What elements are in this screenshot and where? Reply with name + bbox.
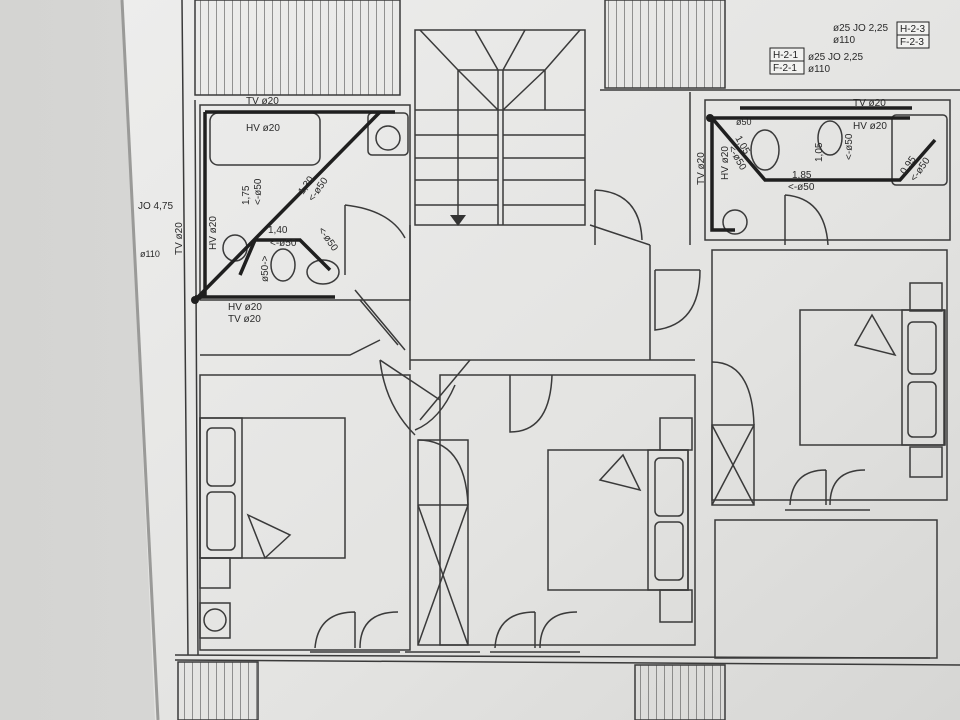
bathroom-left-door	[344, 204, 406, 275]
pillow-right-2	[907, 381, 937, 438]
label-tv-vert-left: TV ø20	[174, 222, 185, 255]
tag-h21: H-2-1	[773, 50, 798, 61]
tag-f21: F-2-1	[773, 63, 797, 74]
corridor-walls	[409, 224, 695, 370]
window-right	[789, 469, 866, 506]
vent-fan	[203, 608, 227, 632]
label-pipe-50-r3: <-ø50	[844, 133, 855, 160]
label-tv-bottom-left: TV ø20	[228, 314, 261, 325]
window-center	[494, 611, 578, 649]
riser-node-left	[191, 296, 199, 304]
pillow-center-1	[654, 457, 684, 517]
wardrobe-center-door	[417, 439, 469, 506]
pillow-center-2	[654, 521, 684, 581]
outer-wall-left	[181, 0, 199, 656]
label-hv-vert-right: HV ø20	[720, 146, 731, 180]
floor-plan	[174, 0, 960, 720]
label-hv-vert-left: HV ø20	[208, 216, 219, 250]
nightstand-right-bottom	[909, 446, 943, 478]
balcony-top-center	[604, 0, 726, 89]
nightstand-center-bottom	[659, 589, 693, 623]
pipe-right-diagonal	[710, 116, 937, 182]
balcony-bottom-right	[634, 664, 726, 720]
pipe-left-fixtures	[238, 238, 332, 276]
label-tv-vert-right: TV ø20	[696, 152, 707, 185]
corridor-diagonal-wall	[200, 289, 406, 356]
label-pipe-50-r4: <-ø50	[788, 182, 815, 193]
wardrobe-right-x	[711, 424, 755, 506]
bedroom-left-door	[379, 359, 441, 436]
window-sills	[310, 509, 870, 653]
bed-left-fold	[246, 513, 292, 560]
tag-f23: F-2-3	[900, 37, 924, 48]
bed-center-fold	[598, 453, 642, 492]
label-pipe-50-a: <-ø50	[253, 178, 264, 205]
bedroom-center	[439, 374, 696, 646]
label-top-right-line1: ø25 JO 2,25	[833, 23, 888, 34]
label-jo-left: JO 4,75	[138, 201, 173, 212]
label-right-line1: ø25 JO 2,25	[808, 52, 863, 63]
washbasin-bowl	[375, 125, 401, 151]
label-dim-140: 1,40	[268, 225, 288, 236]
bed-right-fold	[853, 313, 897, 357]
plumbing-pipes	[193, 106, 937, 302]
nightstand-left	[199, 557, 231, 589]
balcony-bottom-left	[177, 661, 259, 720]
nightstand-right-top	[909, 282, 943, 312]
shower-right	[891, 114, 948, 186]
tag-h23: H-2-3	[900, 24, 925, 35]
bidet-left	[306, 259, 340, 285]
tag-box-f21	[769, 60, 805, 75]
label-right-line2: ø110	[808, 64, 830, 75]
pillow-left-1	[206, 427, 236, 487]
bed-right-headboard	[901, 309, 945, 446]
label-pipe-50-c: <-ø50	[270, 238, 297, 249]
stair-arrow-head	[450, 215, 466, 226]
label-hv-right: HV ø20	[853, 121, 887, 132]
nightstand-center-top	[659, 417, 693, 451]
vent-box	[199, 602, 231, 639]
label-dim-175: 1,75	[241, 185, 252, 205]
label-hv-bath-left: HV ø20	[246, 123, 280, 134]
wardrobe-center-x	[417, 504, 469, 646]
label-tv-top-left: TV ø20	[246, 96, 279, 107]
staircase	[414, 29, 586, 226]
bedroom-center-door	[509, 374, 553, 433]
bed-right	[799, 309, 946, 446]
bathroom-left	[199, 104, 411, 301]
outer-wall-top-right	[600, 89, 960, 245]
stair-treads	[415, 29, 585, 225]
room-bottom-right	[714, 519, 938, 659]
riser-node-right	[706, 114, 714, 122]
pillow-right-1	[907, 321, 937, 375]
label-pipe-50-d: ø50->	[260, 255, 271, 282]
tag-box-f23	[896, 34, 930, 49]
wardrobe-right-door	[711, 361, 755, 426]
pipe-right-horizontal	[708, 106, 912, 120]
pipe-right-vertical	[710, 118, 735, 232]
toilet-right	[750, 129, 780, 171]
label-top-right-line2: ø110	[833, 35, 855, 46]
toilet-left	[270, 248, 296, 282]
label-tv-top-right: TV ø20	[853, 98, 886, 109]
sheet-fold-shadow	[120, 0, 160, 720]
tag-boxes	[769, 21, 930, 75]
corridor-door-1	[594, 189, 643, 245]
balcony-top-left	[194, 0, 401, 96]
label-riser-left: ø110	[140, 249, 160, 259]
pipe-left-diagonal	[193, 110, 382, 302]
window-left	[314, 611, 399, 649]
wardrobe-right	[711, 424, 755, 506]
bathroom-right-door	[784, 194, 829, 246]
corridor-door-2	[654, 269, 701, 331]
pillow-left-2	[206, 491, 236, 551]
label-hv-bottom-left: HV ø20	[228, 302, 262, 313]
bidet-right	[817, 120, 843, 156]
label-pipe-50-r1: ø50	[736, 117, 752, 127]
shower-drain	[722, 209, 748, 235]
label-dim-185: 1,85	[792, 170, 812, 181]
label-dim-105-b: 1,05	[814, 142, 825, 162]
corridor-door-3	[414, 359, 471, 431]
